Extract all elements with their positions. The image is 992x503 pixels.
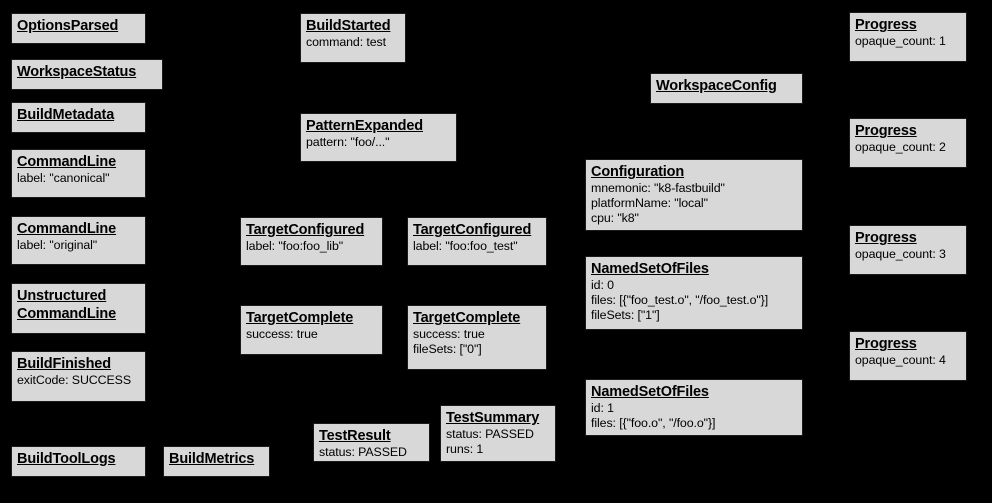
node-fields: opaque_count: 2	[855, 140, 946, 154]
node-title: WorkspaceStatus	[17, 64, 137, 80]
node-title: Progress	[855, 336, 917, 352]
node-fields: label: "foo:foo_test"	[413, 239, 518, 253]
node-title: BuildMetrics	[169, 451, 255, 467]
node-title: BuildMetadata	[17, 107, 115, 123]
node-title: Unstructured CommandLine	[17, 288, 117, 322]
node-title: BuildToolLogs	[17, 451, 116, 467]
node-fields: status: PASSED	[319, 445, 407, 459]
node-workspace-config[interactable]: WorkspaceConfig	[650, 73, 803, 104]
node-title: TargetConfigured	[413, 222, 532, 238]
node-title: PatternExpanded	[306, 118, 423, 134]
node-title: Configuration	[591, 164, 685, 180]
node-fields: pattern: "foo/..."	[306, 135, 390, 149]
node-title: WorkspaceConfig	[656, 78, 777, 94]
node-title: TestResult	[319, 428, 391, 444]
node-fields: opaque_count: 3	[855, 247, 946, 261]
node-build-metrics[interactable]: BuildMetrics	[163, 446, 270, 477]
node-fields: success: true	[246, 327, 318, 341]
node-title: NamedSetOfFiles	[591, 261, 709, 277]
node-build-metadata[interactable]: BuildMetadata	[11, 102, 146, 133]
node-title: TargetComplete	[413, 310, 521, 326]
node-workspace-status[interactable]: WorkspaceStatus	[11, 59, 163, 90]
node-fields: opaque_count: 4	[855, 353, 946, 367]
node-fields: id: 0 files: [{"foo_test.o", "/foo_test.…	[591, 278, 769, 322]
node-title: NamedSetOfFiles	[591, 384, 709, 400]
node-title: Progress	[855, 17, 917, 33]
node-fields: mnemonic: "k8-fastbuild" platformName: "…	[591, 181, 725, 225]
node-title: TargetComplete	[246, 310, 354, 326]
node-fields: label: "foo:foo_lib"	[246, 239, 344, 253]
node-build-tool-logs[interactable]: BuildToolLogs	[11, 446, 146, 477]
node-title: OptionsParsed	[17, 18, 119, 34]
node-options-parsed[interactable]: OptionsParsed	[11, 13, 146, 44]
node-fields: command: test	[306, 35, 386, 49]
node-title: BuildStarted	[306, 18, 391, 34]
node-title: CommandLine	[17, 221, 117, 237]
node-title: CommandLine	[17, 154, 117, 170]
node-fields: status: PASSED runs: 1	[446, 427, 534, 456]
node-fields: id: 1 files: [{"foo.o", "/foo.o"}]	[591, 401, 716, 430]
node-fields: success: true fileSets: ["0"]	[413, 327, 485, 356]
node-fields: label: "original"	[17, 238, 98, 252]
node-fields: opaque_count: 1	[855, 34, 946, 48]
node-title: Progress	[855, 123, 917, 139]
node-title: Progress	[855, 230, 917, 246]
node-fields: exitCode: SUCCESS	[17, 373, 131, 387]
node-title: TargetConfigured	[246, 222, 365, 238]
node-title: TestSummary	[446, 410, 540, 426]
node-title: BuildFinished	[17, 356, 111, 372]
node-unstructured-command-line[interactable]: Unstructured CommandLine	[11, 283, 146, 334]
node-fields: label: "canonical"	[17, 171, 110, 185]
